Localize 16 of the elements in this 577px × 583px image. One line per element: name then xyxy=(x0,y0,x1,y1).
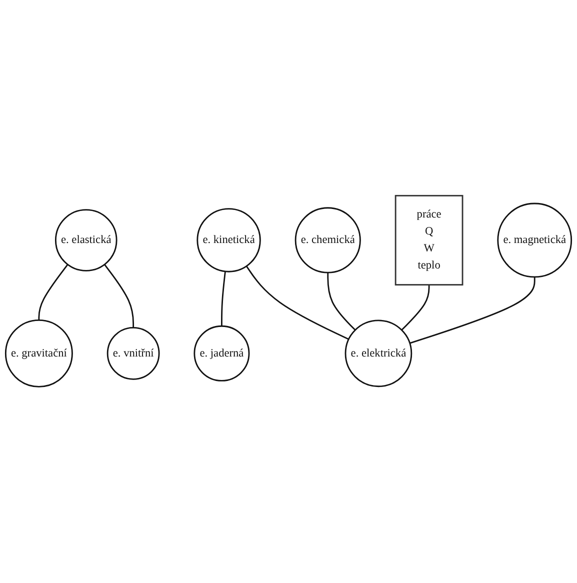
connector xyxy=(410,277,536,344)
connector xyxy=(246,266,349,340)
node-circle: e. elastická xyxy=(54,209,118,272)
node-circle: e. vnitřní xyxy=(106,327,160,380)
node-circle: e. chemická xyxy=(294,208,361,274)
connector xyxy=(104,264,134,328)
node-box: práce Q W teplo xyxy=(394,195,464,286)
node-circle: e. gravitační xyxy=(4,320,73,388)
node-circle: e. kinetická xyxy=(196,208,261,273)
connector xyxy=(38,264,68,320)
connector xyxy=(221,272,226,326)
node-circle: e. jaderná xyxy=(194,326,250,382)
node-circle: e. elektrická xyxy=(344,320,412,388)
node-circle: e. magnetická xyxy=(497,203,572,278)
connector xyxy=(401,285,430,331)
connector xyxy=(327,272,356,331)
